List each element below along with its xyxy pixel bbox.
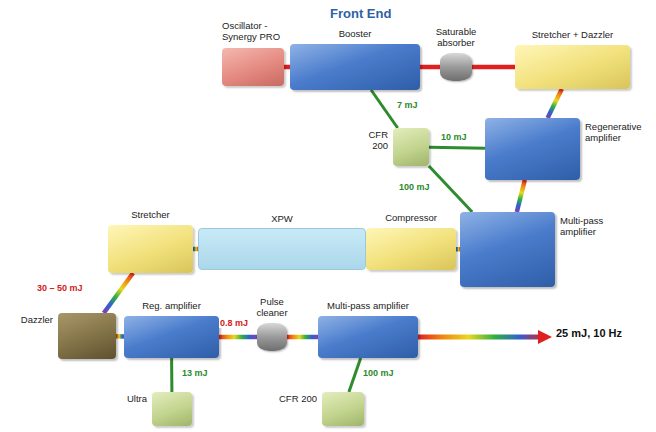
amplifier-box: Multi-pass amplifier xyxy=(318,316,418,358)
laser-beam xyxy=(104,273,133,313)
energy-label: 7 mJ xyxy=(396,100,419,110)
node-label: CFR 200 xyxy=(279,394,317,405)
laser-beam xyxy=(517,180,525,212)
dazzler-box: Dazzler xyxy=(58,313,116,359)
amplifier-box: Regenerative amplifier xyxy=(485,118,580,180)
energy-label: 30 – 50 mJ xyxy=(36,283,84,293)
laser-beam xyxy=(472,65,515,70)
pump-beam xyxy=(429,146,485,150)
stretcher-box: Stretcher + Dazzler xyxy=(515,45,630,89)
diagram-title: Front End xyxy=(330,6,391,21)
node-label: Booster xyxy=(339,29,372,40)
oscillator-box: Oscillator - Synergy PRO xyxy=(222,48,284,86)
output-arrowhead xyxy=(538,330,552,344)
energy-label: 13 mJ xyxy=(181,368,209,378)
pump-laser-box: CFR 200 xyxy=(393,128,429,166)
compressor-box: Compressor xyxy=(366,228,456,270)
amplifier-box: Reg. amplifier xyxy=(124,316,219,358)
pump-beam xyxy=(429,166,472,212)
output-spec: 25 mJ, 10 Hz xyxy=(556,327,648,339)
energy-label: 100 mJ xyxy=(398,182,431,192)
pump-laser-box: CFR 200 xyxy=(322,392,364,426)
amplifier-box: Multi-pass amplifier xyxy=(460,212,555,287)
node-label: Dazzler xyxy=(5,315,53,326)
node-label: Reg. amplifier xyxy=(142,301,201,312)
laser-beam xyxy=(116,334,124,339)
pump-laser-box: Ultra xyxy=(152,392,192,426)
energy-label: 0.8 mJ xyxy=(219,318,249,328)
pump-beam xyxy=(371,90,398,128)
node-label: Saturable absorber xyxy=(428,27,484,49)
laser-beam xyxy=(219,335,257,340)
stretcher-box: Stretcher xyxy=(108,225,193,273)
booster-box: Booster xyxy=(290,44,420,90)
output-beam xyxy=(418,335,540,340)
laser-beam xyxy=(420,65,440,70)
node-label: XPW xyxy=(271,214,293,225)
laser-beam xyxy=(287,335,318,340)
pump-beam xyxy=(349,358,361,392)
node-label: Oscillator - Synergy PRO xyxy=(222,21,300,43)
node-label: Stretcher + Dazzler xyxy=(532,30,614,41)
saturable-absorber: Saturable absorber xyxy=(440,53,472,81)
node-label: Regenerative amplifier xyxy=(585,122,647,144)
node-label: Multi-pass amplifier xyxy=(560,216,622,238)
node-label: Stretcher xyxy=(131,210,170,221)
pulse-cleaner: Pulse cleaner xyxy=(257,323,287,351)
laser-beam xyxy=(548,89,562,118)
node-label: CFR 200 xyxy=(358,130,388,152)
node-label: Compressor xyxy=(385,213,437,224)
node-label: Multi-pass amplifier xyxy=(327,301,409,312)
pump-beam xyxy=(170,358,173,392)
energy-label: 10 mJ xyxy=(440,132,468,142)
xpw-crystal: XPW xyxy=(198,228,366,270)
node-label: Ultra xyxy=(127,394,147,405)
node-label: Pulse cleaner xyxy=(251,297,293,319)
energy-label: 100 mJ xyxy=(362,368,395,378)
